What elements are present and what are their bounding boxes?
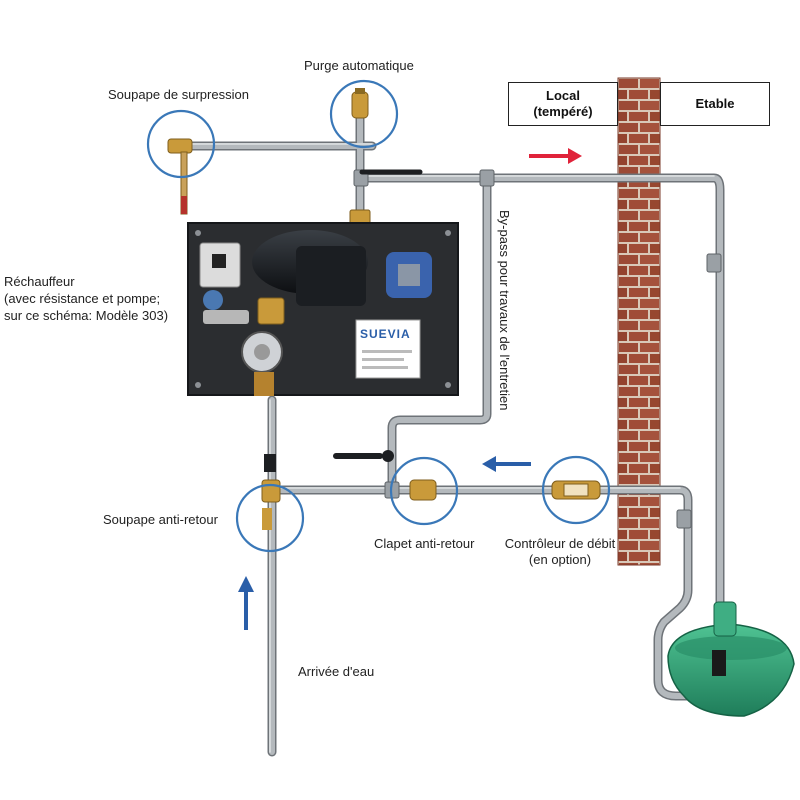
heater-unit-icon <box>187 222 459 396</box>
zone-local-sublabel: (tempéré) <box>533 104 593 119</box>
highlight-soupape-anti-retour <box>235 483 305 553</box>
highlight-purge-automatique <box>329 79 399 149</box>
label-controleur-line1: Contrôleur de débit <box>504 536 616 551</box>
pressure-relief-valve-icon <box>167 138 193 215</box>
flow-arrow-icon <box>238 148 582 630</box>
highlight-clapet-anti-retour <box>389 456 459 526</box>
zone-etable-label: Etable <box>695 96 735 111</box>
label-clapet-anti-retour: Clapet anti-retour <box>374 536 475 551</box>
label-rechauffeur: Réchauffeur (avec résistance et pompe; s… <box>4 273 168 324</box>
air-vent-icon <box>349 88 371 225</box>
zone-etable-box: Etable <box>660 82 770 126</box>
brick-wall-icon <box>617 77 661 566</box>
label-controleur-debit: Contrôleur de débit (en option) <box>498 536 622 568</box>
label-controleur-line2: (en option) <box>528 552 592 567</box>
highlight-circles <box>146 79 611 553</box>
zone-local-label: Local <box>546 88 580 103</box>
pipe-network <box>178 103 725 757</box>
drinking-bowl-icon <box>667 601 795 717</box>
label-rechauffeur-line2: (avec résistance et pompe; <box>4 291 161 306</box>
brand-logo: SUEVIA <box>360 327 411 341</box>
label-rechauffeur-line1: Réchauffeur <box>4 274 75 289</box>
label-arrivee-eau: Arrivée d'eau <box>298 664 375 679</box>
label-rechauffeur-line3: sur ce schéma: Modèle 303) <box>4 308 169 323</box>
zone-local-box: Local (tempéré) <box>508 82 618 126</box>
label-purge-automatique: Purge automatique <box>304 58 414 73</box>
label-bypass-text: By-pass pour travaux de l'entretien <box>497 210 512 411</box>
highlight-soupape-surpression <box>146 109 216 179</box>
label-soupape-surpression: Soupape de surpression <box>108 87 249 102</box>
highlight-controleur-debit <box>541 455 611 525</box>
label-soupape-anti-retour: Soupape anti-retour <box>103 512 218 527</box>
flow-controller-icon <box>551 480 601 500</box>
